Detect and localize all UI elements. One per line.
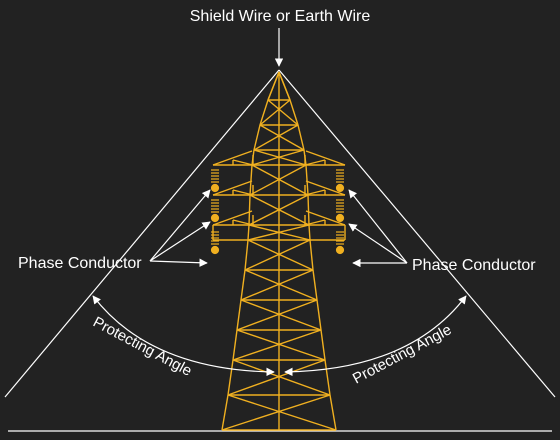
phase-arrows-right xyxy=(348,189,408,268)
protection-line-right xyxy=(278,69,556,398)
protecting-angle-arc-left xyxy=(92,295,275,377)
insulators xyxy=(210,169,345,255)
phase-conductor-label-right: Phase Conductor xyxy=(412,257,536,274)
protection-line-left xyxy=(4,69,280,398)
protecting-angle-label-left: Protecting Angle xyxy=(90,314,194,380)
phase-conductor-label-left: Phase Conductor xyxy=(18,255,142,272)
protecting-angle-arc-right xyxy=(284,295,467,377)
phase-arrows-left xyxy=(149,189,211,267)
shield-wire-label: Shield Wire or Earth Wire xyxy=(190,8,371,25)
protecting-angle-label-right: Protecting Angle xyxy=(350,321,454,387)
